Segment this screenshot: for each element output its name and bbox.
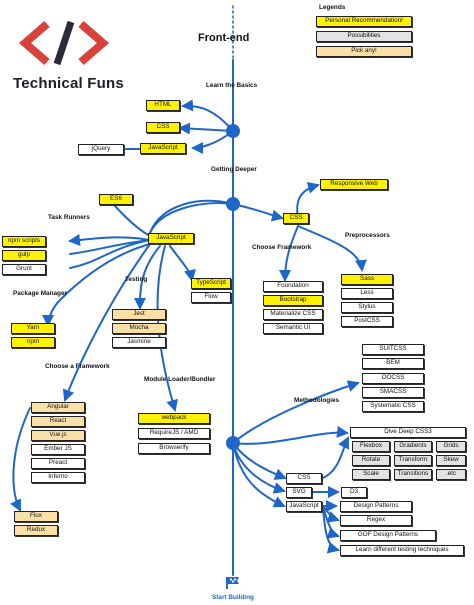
- box-vuejs: Vue.js: [31, 430, 85, 441]
- box-responsive-web: Responsive Web: [320, 179, 388, 190]
- box-javascript-deeper: JavaScript: [148, 233, 194, 244]
- box-skew: Skew: [436, 455, 466, 466]
- box-scale: Scale: [352, 469, 390, 480]
- box-oocss: OOCSS: [362, 373, 424, 384]
- box-gulp: gulp: [2, 250, 46, 261]
- box-jasmine: Jasmine: [112, 337, 166, 348]
- box-requirejs: RequireJS / AMD: [138, 428, 210, 439]
- box-gradients: Gradients: [394, 441, 432, 452]
- label-package-manager: Package Manager: [13, 290, 67, 297]
- box-redux: Redux: [14, 525, 58, 536]
- box-sass: Sass: [341, 274, 393, 285]
- box-foundation: Foundation: [263, 281, 323, 292]
- label-task-runners: Task Runners: [48, 214, 90, 221]
- box-bootstrap: Bootstrap: [263, 295, 323, 306]
- brand-name: Technical Funs: [13, 75, 124, 92]
- box-javascript-advanced: JavaScript: [286, 501, 322, 512]
- box-svg: SVG: [286, 487, 312, 498]
- legend-recommend: Personal Recommendation!: [316, 16, 412, 27]
- label-testing: Testing: [125, 276, 148, 283]
- box-transitions: Transitions: [394, 469, 432, 480]
- box-rotate: Rotate: [352, 455, 390, 466]
- node-deeper: [226, 197, 240, 211]
- box-flow: Flow: [191, 292, 231, 303]
- node-basics: [226, 124, 240, 138]
- box-materialize: Materialize CSS: [263, 309, 323, 320]
- box-jest: Jest: [112, 309, 166, 320]
- box-css: CSS: [146, 122, 180, 133]
- box-grunt: Grunt: [2, 264, 46, 275]
- box-css-deeper: CSS: [283, 213, 309, 224]
- box-bem: BEM: [362, 358, 424, 369]
- box-mocha: Mocha: [112, 323, 166, 334]
- box-gof-design-patterns: GOF Design Patterns: [340, 530, 436, 541]
- box-webpack: webpack: [138, 413, 210, 424]
- box-design-patterns: Design Patterns: [340, 501, 412, 512]
- box-preact: Preact: [31, 458, 85, 469]
- box-smacss: SMACSS: [362, 387, 424, 398]
- label-basics: Learn the Basics: [206, 82, 258, 89]
- box-typescript: TypeScript: [191, 278, 231, 289]
- box-yarn: Yarn: [11, 323, 55, 334]
- label-deeper: Getting Deeper: [211, 166, 257, 173]
- box-testing-techniques: Learn different testing techniques: [340, 545, 464, 556]
- flag-icon: [226, 577, 239, 589]
- box-dive-deep-css3: Dive Deep CSS3: [350, 427, 466, 438]
- top-title: Front-end: [198, 32, 250, 44]
- box-regex: Regex: [340, 515, 412, 526]
- label-module-loader: Module Loader/Bundler: [144, 376, 216, 383]
- legend-title: Legends: [319, 4, 346, 11]
- box-d3: D3: [341, 487, 367, 498]
- box-angular: Angular: [31, 402, 85, 413]
- label-choose-framework-css: Choose Framework: [252, 244, 312, 251]
- box-less: Less: [341, 288, 393, 299]
- box-semantic-ui: Semantic UI: [263, 323, 323, 334]
- box-css-advanced: CSS: [286, 473, 322, 484]
- code-brackets-logo: [18, 20, 110, 66]
- box-flexbox: Flexbox: [352, 441, 390, 452]
- box-javascript: JavaScript: [140, 143, 186, 154]
- box-flux: Flux: [14, 511, 58, 522]
- label-preprocessors: Preprocessors: [345, 232, 390, 239]
- box-browserify: Browserify: [138, 443, 210, 454]
- box-systematic-css: Systematic CSS: [362, 401, 424, 412]
- legend-pick-any: Pick any!: [316, 46, 412, 57]
- box-ember: Ember JS: [31, 444, 85, 455]
- box-grids: Grids: [436, 441, 466, 452]
- legend-possibilities: Possibilities: [316, 31, 412, 42]
- label-methodologies: Methodologies: [294, 397, 340, 404]
- box-es6: ES6: [99, 194, 133, 205]
- node-advanced: [226, 436, 240, 450]
- box-html: HTML: [146, 100, 180, 111]
- label-choose-framework-js: Choose a Framework: [45, 363, 110, 370]
- box-react: React: [31, 416, 85, 427]
- box-etc: .etc: [436, 469, 466, 480]
- box-jquery: jQuery: [78, 144, 124, 155]
- box-stylus: Stylus: [341, 302, 393, 313]
- box-transform: Transform: [394, 455, 432, 466]
- box-npm-scripts: npm scripts: [2, 236, 46, 247]
- box-suitcss: SUITCSS: [362, 344, 424, 355]
- box-npm: npm: [11, 337, 55, 348]
- box-inferno: Inferno: [31, 472, 85, 483]
- bottom-title: Start Building: [212, 594, 254, 601]
- box-postcss: PostCSS: [341, 316, 393, 327]
